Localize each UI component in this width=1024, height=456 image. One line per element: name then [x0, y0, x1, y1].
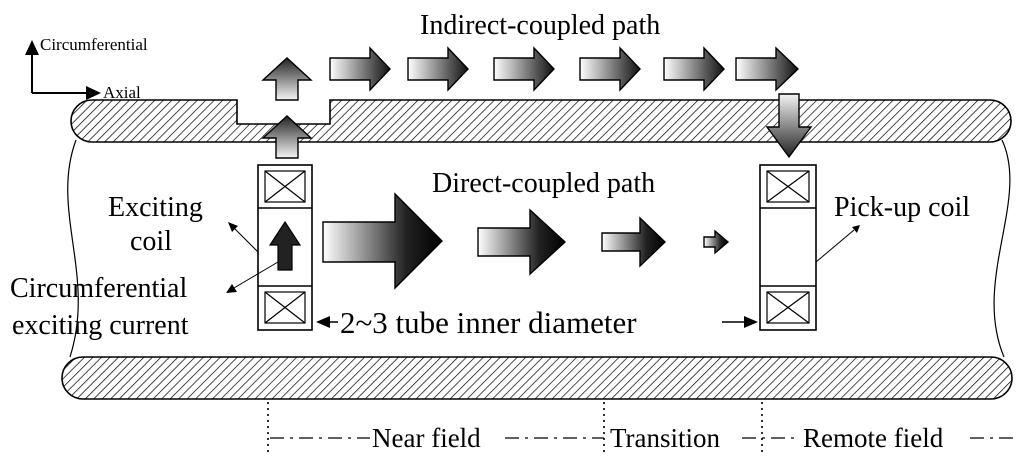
- circumferential-axis-label: Circumferential: [40, 35, 148, 54]
- current-arrow-icon: [268, 220, 302, 271]
- current-pointer: [233, 261, 279, 289]
- zone-markers: Near field Transition Remote field: [267, 402, 1016, 453]
- direct-path-label: Direct-coupled path: [432, 168, 655, 199]
- arrow-icon: [261, 115, 313, 159]
- arrow-icon: [261, 57, 313, 101]
- arrow-icon: [407, 46, 469, 92]
- exciting-coil-pointer: [233, 227, 259, 253]
- exciting-coil-label-1: Exciting: [108, 192, 203, 223]
- remote-field-label: Remote field: [803, 423, 944, 453]
- spacing-label: 2~3 tube inner diameter: [340, 305, 637, 340]
- arrow-icon: [477, 208, 567, 276]
- pickup-coil: [759, 164, 817, 331]
- axial-axis-label: Axial: [103, 83, 141, 102]
- indirect-path-title: Indirect-coupled path: [420, 10, 660, 41]
- near-field-label: Near field: [372, 423, 481, 453]
- right-tube-side: [993, 139, 1011, 358]
- upper-tube-wall: [70, 99, 1012, 143]
- current-label-2: exciting current: [12, 310, 189, 341]
- left-tube-side: [67, 139, 79, 358]
- exciting-coil-label-2: coil: [130, 226, 172, 257]
- coil-cross-icon: [264, 170, 306, 203]
- arrow-icon: [601, 216, 667, 268]
- coil-cross-icon: [766, 170, 810, 203]
- coil-cross-icon: [766, 291, 810, 324]
- transition-label: Transition: [610, 423, 721, 453]
- indirect-path-arrows: [261, 46, 813, 159]
- pickup-pointer: [815, 229, 855, 263]
- arrow-icon: [663, 46, 725, 92]
- arrow-icon: [322, 192, 443, 290]
- direct-path-arrows: [322, 192, 730, 290]
- arrow-icon: [493, 46, 555, 92]
- arrow-icon: [765, 93, 813, 159]
- current-label-1: Circumferential: [10, 273, 187, 304]
- arrow-icon: [735, 46, 800, 92]
- spacing-dimension: 2~3 tube inner diameter: [316, 305, 758, 340]
- pickup-coil-label: Pick-up coil: [834, 192, 970, 223]
- coil-cross-icon: [264, 291, 306, 324]
- exciting-coil: [257, 164, 313, 331]
- arrow-icon: [329, 46, 391, 92]
- axis-indicator: Circumferential Axial: [25, 35, 148, 102]
- arrow-icon: [703, 229, 730, 255]
- arrow-icon: [579, 46, 641, 92]
- lower-tube-wall: [61, 356, 1013, 400]
